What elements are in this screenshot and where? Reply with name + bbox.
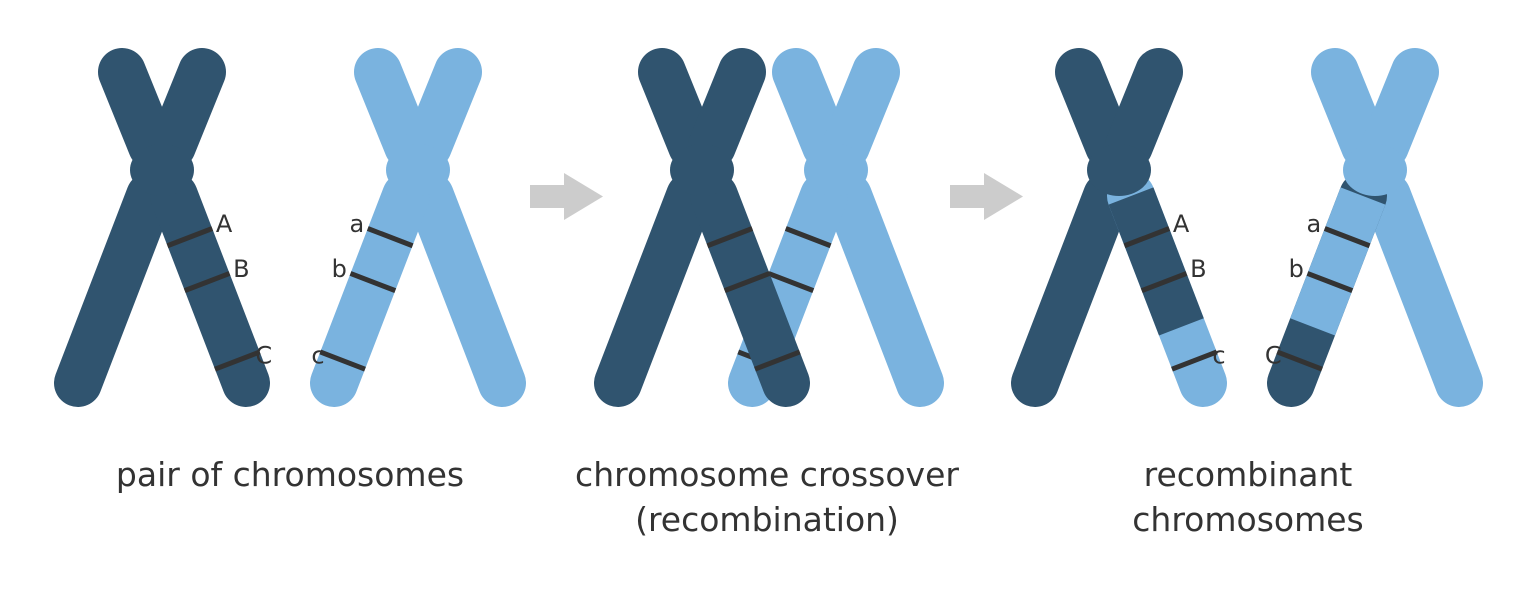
chromosome-leg bbox=[594, 172, 714, 407]
gene-band bbox=[1123, 226, 1171, 249]
gene-band bbox=[767, 271, 815, 293]
gene-band bbox=[1140, 271, 1188, 293]
gene-label: C bbox=[255, 342, 272, 370]
caption-line: (recombination) bbox=[635, 500, 899, 539]
centromere bbox=[804, 144, 868, 196]
arrow-head bbox=[564, 173, 603, 220]
chromosome-arm bbox=[1105, 48, 1183, 170]
chromosome-arm bbox=[822, 48, 900, 170]
chromosome bbox=[594, 48, 810, 407]
chromosome-arm bbox=[404, 48, 482, 170]
gene-label: c bbox=[1212, 342, 1225, 370]
gene-label: a bbox=[349, 210, 364, 238]
centromere bbox=[130, 144, 194, 196]
gene-band bbox=[754, 349, 801, 372]
caption-line: chromosome crossover bbox=[575, 455, 959, 494]
chromosome-leg bbox=[406, 172, 526, 407]
caption-chromosome-crossover: chromosome crossover (recombination) bbox=[557, 452, 977, 542]
gene-label: c bbox=[311, 342, 324, 370]
chromosome: abC bbox=[1265, 48, 1483, 407]
chromosome-arm bbox=[638, 48, 716, 170]
gene-band bbox=[1276, 349, 1323, 372]
gene-label: B bbox=[1190, 255, 1206, 283]
centromere bbox=[1087, 144, 1151, 196]
arrow-right-icon bbox=[950, 173, 1023, 220]
arrow-shaft bbox=[530, 185, 566, 208]
gene-band bbox=[1306, 271, 1354, 293]
gene-band bbox=[214, 349, 261, 372]
chromosome-arm bbox=[688, 48, 766, 170]
gene-label: A bbox=[216, 210, 233, 238]
gene-band bbox=[166, 226, 214, 249]
caption-recombinant-chromosomes: recombinant chromosomes bbox=[1038, 452, 1458, 542]
chromosome-arm bbox=[354, 48, 432, 170]
chromosome-leg bbox=[1011, 172, 1131, 407]
chromosome-leg bbox=[824, 172, 944, 407]
chromosome-leg bbox=[1108, 187, 1204, 336]
gene-band bbox=[706, 226, 754, 249]
chromosome-leg bbox=[310, 172, 430, 407]
chromosome-arm bbox=[1311, 48, 1389, 170]
chromosome-arm bbox=[148, 48, 226, 170]
gene-band bbox=[349, 271, 397, 293]
centromere bbox=[386, 144, 450, 196]
chromosome-leg bbox=[1363, 172, 1483, 407]
centromere bbox=[1343, 144, 1407, 196]
gene-label: B bbox=[233, 255, 249, 283]
chromosome-leg bbox=[150, 172, 270, 407]
chromosome: ab c bbox=[310, 48, 526, 407]
chromosome-leg bbox=[1290, 187, 1386, 336]
centromere bbox=[670, 144, 734, 196]
chromosome-arm bbox=[1055, 48, 1133, 170]
gene-band bbox=[366, 226, 414, 249]
chromosome: ABc bbox=[1011, 48, 1227, 407]
gene-band bbox=[183, 271, 231, 293]
gene-label: b bbox=[332, 255, 347, 283]
gene-band bbox=[723, 271, 771, 293]
gene-band bbox=[784, 226, 832, 249]
chromosome: AB C bbox=[54, 48, 272, 407]
gene-band bbox=[319, 349, 366, 372]
arrow-head bbox=[984, 173, 1023, 220]
arrow-right-icon bbox=[530, 173, 603, 220]
arrow-shaft bbox=[950, 185, 986, 208]
chromosome-arm bbox=[98, 48, 176, 170]
caption-pair-of-chromosomes: pair of chromosomes bbox=[80, 452, 500, 497]
gene-label: C bbox=[1265, 342, 1282, 370]
caption-line: pair of chromosomes bbox=[115, 455, 465, 494]
gene-label: A bbox=[1173, 210, 1190, 238]
chromosome-arm bbox=[772, 48, 850, 170]
gene-band bbox=[1171, 349, 1218, 372]
chromosome-leg bbox=[54, 172, 174, 407]
gene-band bbox=[1323, 226, 1371, 249]
chromosome-leg bbox=[690, 172, 810, 407]
caption-line: chromosomes bbox=[1132, 500, 1364, 539]
caption-line: recombinant bbox=[1143, 455, 1353, 494]
gene-label: b bbox=[1289, 255, 1304, 283]
chromosome-arm bbox=[1361, 48, 1439, 170]
gene-label: a bbox=[1306, 210, 1321, 238]
